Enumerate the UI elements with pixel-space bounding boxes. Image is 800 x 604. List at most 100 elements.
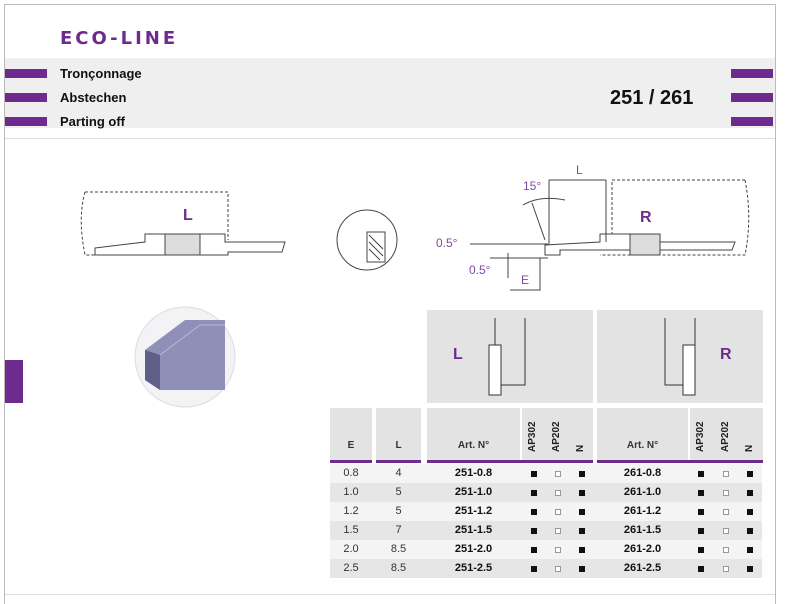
variant-left-label: L	[453, 346, 463, 363]
filled-square-icon	[579, 471, 585, 477]
table-row: 1.0 5 251-1.0 261-1.0	[330, 483, 762, 502]
cell-art-left: 251-0.8	[454, 467, 493, 479]
cell-art-left: 251-2.0	[454, 543, 493, 555]
filled-square-icon	[698, 528, 704, 534]
header-cell	[330, 408, 372, 460]
cell-l: 7	[395, 524, 402, 536]
empty-square-icon	[555, 509, 561, 515]
subtitle-fr: Tronçonnage	[60, 66, 142, 81]
col-l: L	[395, 440, 402, 451]
cell-l: 5	[395, 486, 402, 498]
filled-square-icon	[531, 528, 537, 534]
table-row: 2.5 8.5 251-2.5 261-2.5	[330, 559, 762, 578]
subtitle-de: Abstechen	[60, 90, 127, 105]
empty-square-icon	[723, 528, 729, 534]
col-ap202: AP202	[720, 421, 731, 452]
header-cell	[522, 408, 593, 460]
drawing-label-left: L	[183, 207, 193, 224]
cell-l: 8.5	[390, 543, 407, 555]
cell-e: 1.0	[343, 486, 359, 498]
cell-art-right: 261-1.2	[623, 505, 662, 517]
filled-square-icon	[698, 509, 704, 515]
product-code: 251 / 261	[610, 87, 694, 109]
cell-art-left: 251-1.0	[454, 486, 493, 498]
cell-art-right: 261-1.0	[623, 486, 662, 498]
col-art-right: Art. N°	[626, 440, 659, 451]
table-row: 1.2 5 251-1.2 261-1.2	[330, 502, 762, 521]
filled-square-icon	[531, 471, 537, 477]
empty-square-icon	[723, 509, 729, 515]
cell-art-left: 251-1.2	[454, 505, 493, 517]
subtitle-en: Parting off	[60, 114, 125, 129]
cell-art-right: 261-1.5	[623, 524, 662, 536]
table-row: 1.5 7 251-1.5 261-1.5	[330, 521, 762, 540]
cell-e: 0.8	[343, 467, 359, 479]
variant-right-header	[597, 310, 763, 403]
col-n: N	[744, 444, 755, 452]
filled-square-icon	[531, 490, 537, 496]
col-art-left: Art. N°	[457, 440, 490, 451]
accent-bar	[731, 69, 773, 78]
filled-square-icon	[747, 528, 753, 534]
col-ap202: AP202	[551, 421, 562, 452]
header-cell	[427, 408, 520, 460]
divider	[5, 594, 775, 595]
cell-e: 1.2	[343, 505, 359, 517]
variant-right-label: R	[720, 346, 732, 363]
header-rule	[376, 460, 421, 463]
header-rule	[427, 460, 593, 463]
header-cell	[597, 408, 688, 460]
variant-sketches	[488, 318, 696, 396]
page-frame	[4, 4, 776, 604]
empty-square-icon	[723, 471, 729, 477]
filled-square-icon	[579, 490, 585, 496]
empty-square-icon	[555, 490, 561, 496]
accent-bar	[5, 93, 47, 102]
filled-square-icon	[579, 566, 585, 572]
table-row: 0.8 4 251-0.8 261-0.8	[330, 464, 762, 483]
cell-e: 2.0	[343, 543, 359, 555]
divider	[5, 138, 775, 139]
empty-square-icon	[723, 490, 729, 496]
cell-e: 2.5	[343, 562, 359, 574]
filled-square-icon	[698, 547, 704, 553]
dim-l-label: L	[576, 163, 583, 177]
insert-photo	[134, 306, 236, 408]
cell-l: 5	[395, 505, 402, 517]
filled-square-icon	[747, 490, 753, 496]
cell-e: 1.5	[343, 524, 359, 536]
filled-square-icon	[747, 547, 753, 553]
cell-art-right: 261-0.8	[623, 467, 662, 479]
filled-square-icon	[747, 509, 753, 515]
filled-square-icon	[531, 547, 537, 553]
col-ap302: AP302	[527, 421, 538, 452]
filled-square-icon	[579, 547, 585, 553]
header-rule	[597, 460, 763, 463]
empty-square-icon	[555, 471, 561, 477]
angle-05-label: 0.5°	[436, 236, 458, 250]
cell-art-right: 261-2.5	[623, 562, 662, 574]
accent-bar	[731, 117, 773, 126]
header-band	[5, 58, 775, 128]
brand-title: ECO-LINE	[60, 28, 179, 49]
col-e: E	[347, 440, 355, 451]
filled-square-icon	[531, 566, 537, 572]
filled-square-icon	[747, 566, 753, 572]
table-row: 2.0 8.5 251-2.0 261-2.0	[330, 540, 762, 559]
filled-square-icon	[579, 528, 585, 534]
drawing-label-right: R	[640, 209, 652, 226]
filled-square-icon	[698, 566, 704, 572]
header-rule	[330, 460, 372, 463]
accent-bar	[5, 117, 47, 126]
cell-l: 4	[395, 467, 402, 479]
accent-bar	[731, 93, 773, 102]
filled-square-icon	[747, 471, 753, 477]
col-ap302: AP302	[695, 421, 706, 452]
filled-square-icon	[531, 509, 537, 515]
empty-square-icon	[723, 547, 729, 553]
filled-square-icon	[698, 490, 704, 496]
col-n: N	[575, 444, 586, 452]
cell-art-left: 251-2.5	[454, 562, 493, 574]
filled-square-icon	[579, 509, 585, 515]
cell-art-right: 261-2.0	[623, 543, 662, 555]
